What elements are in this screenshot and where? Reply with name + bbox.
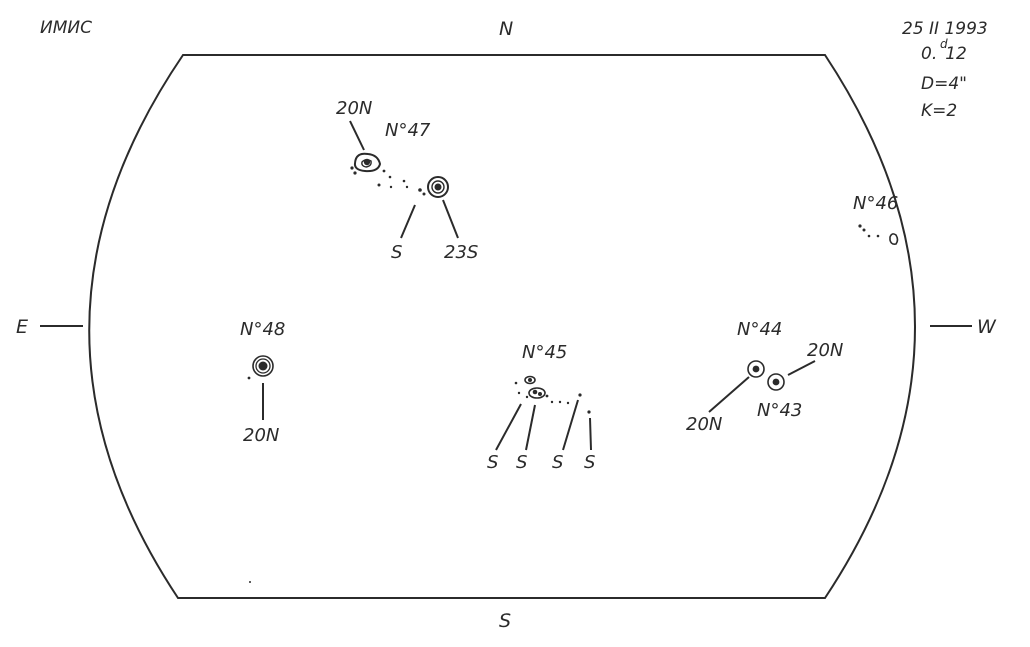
east-label: E: [16, 316, 29, 338]
leader-45-s2: [526, 405, 535, 450]
group-47-lat-23s: 23S: [444, 242, 479, 263]
north-label: N: [499, 18, 514, 40]
time-value: 12: [945, 44, 967, 64]
diameter-label: D=4": [921, 74, 967, 94]
spot-43: [768, 374, 784, 390]
group-45-lat-s3: S: [552, 452, 564, 473]
spot-44: [748, 361, 764, 377]
date-label: 25 II 1993: [902, 19, 988, 39]
group-43-lat-20n: 20N: [807, 340, 844, 361]
spot-47-leading-penumbra: [355, 154, 380, 171]
observatory-label: ИМИС: [40, 18, 92, 38]
time-main: 0.: [921, 44, 938, 64]
leader-44-20n: [709, 377, 749, 412]
group-48-label: N°48: [240, 319, 286, 340]
leader-47-s: [401, 205, 415, 238]
group-47-lat-s: S: [391, 242, 403, 263]
leader-45-s3: [563, 400, 578, 450]
group-45-lat-s4: S: [584, 452, 596, 473]
group-47-label: N°47: [385, 120, 431, 141]
spot-47-following-penumbra: [428, 177, 448, 197]
group-47-lat-20n: 20N: [336, 98, 373, 119]
leader-47-23s: [443, 200, 458, 238]
group-45-label: N°45: [522, 342, 568, 363]
spot-48-outer: [253, 356, 273, 376]
group-44-lat-20n: 20N: [686, 414, 723, 435]
south-label: S: [499, 610, 512, 632]
leader-43-20n: [788, 361, 815, 375]
time-sup: d: [940, 37, 948, 51]
group-44-label: N°44: [737, 319, 783, 340]
group-46-label: N°46: [853, 193, 899, 214]
group-45-lat-s2: S: [516, 452, 528, 473]
group-48-lat-20n: 20N: [243, 425, 280, 446]
leader-45-s1: [496, 404, 521, 450]
spot-46: [890, 234, 898, 244]
leader-47-20n: [350, 121, 364, 150]
west-label: W: [977, 316, 996, 338]
group-45-lat-s1: S: [487, 452, 499, 473]
group-43-label: N°43: [757, 400, 803, 421]
disk-outline: [89, 55, 915, 598]
k-label: K=2: [921, 101, 958, 121]
leader-45-s4: [590, 418, 591, 450]
